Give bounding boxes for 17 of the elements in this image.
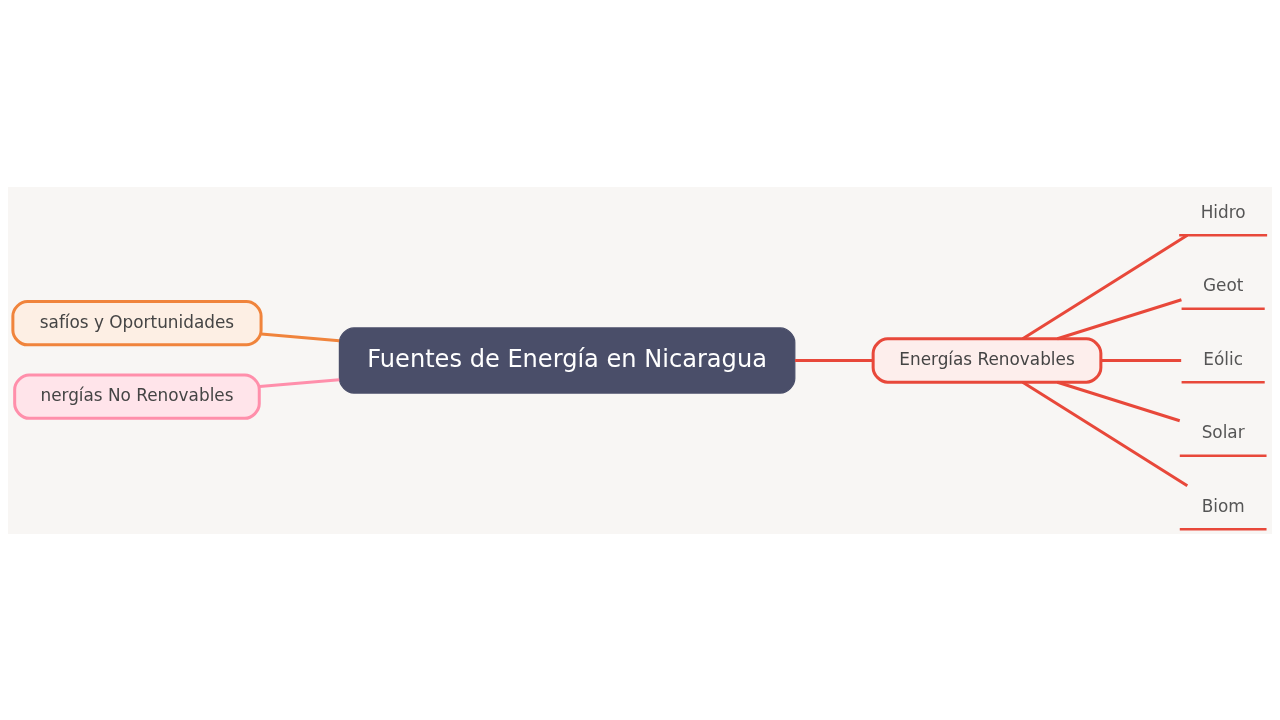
connector	[1056, 297, 1182, 340]
node-text: Geot	[1202, 274, 1244, 295]
connector	[1056, 380, 1181, 422]
connector	[1021, 380, 1189, 487]
connector	[259, 377, 340, 388]
node-text: Solar	[1201, 421, 1245, 442]
connector	[1021, 233, 1189, 340]
connector	[1100, 358, 1182, 362]
connector	[261, 331, 340, 342]
node-box: Fuentes de Energía en Nicaragua	[338, 326, 796, 394]
node-box: nergías No Renovables	[13, 372, 261, 420]
node-box: Energías Renovables	[871, 336, 1103, 384]
node-text: Eólic	[1203, 348, 1243, 369]
node-text: Biom	[1201, 495, 1245, 516]
connector	[795, 358, 873, 362]
node-text: Hidro	[1200, 201, 1246, 222]
node-box: safíos y Oportunidades	[11, 299, 263, 346]
